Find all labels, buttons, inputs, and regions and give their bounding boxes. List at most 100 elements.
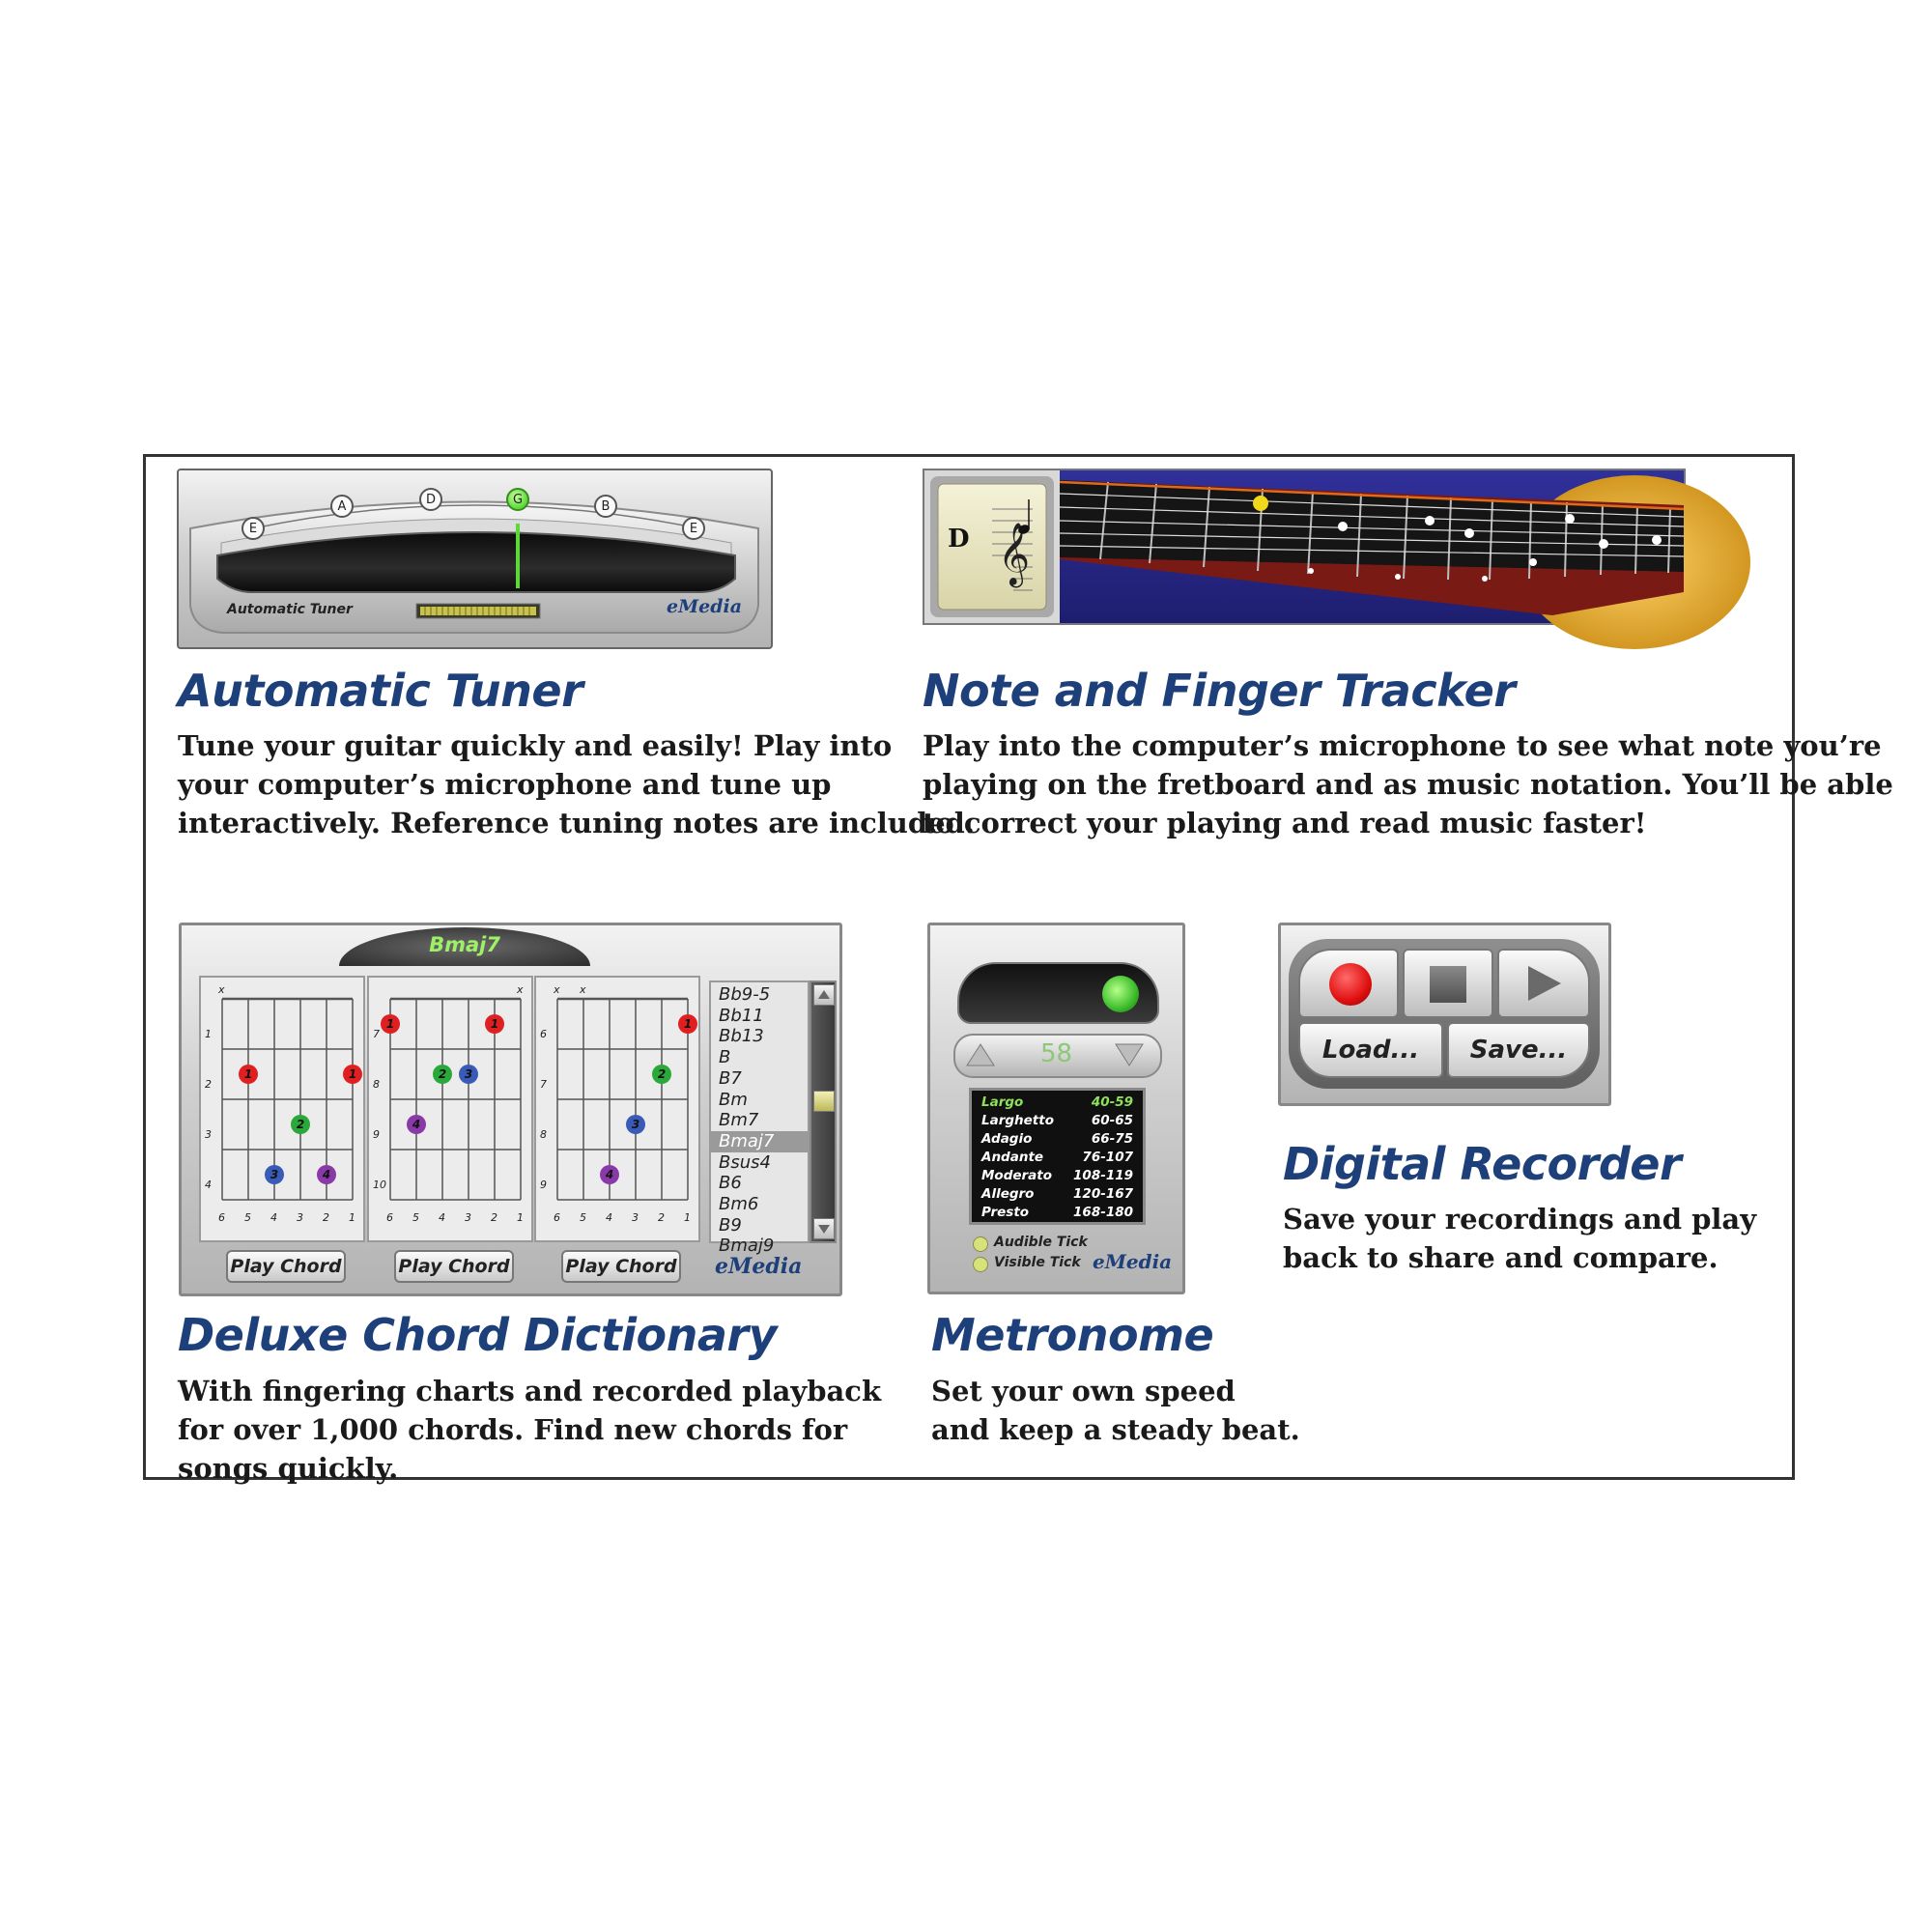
tracker-note-label: D: [948, 525, 970, 554]
chord-list-item[interactable]: B7: [719, 1067, 742, 1089]
tuner-string-3-button[interactable]: D: [419, 488, 442, 511]
string-number: 6: [386, 1211, 393, 1224]
finger-dot: [343, 1065, 362, 1084]
chord-list-item[interactable]: Bmaj9: [719, 1236, 775, 1257]
tuner-string-2-button[interactable]: A: [330, 495, 354, 518]
tuner-string-6-button[interactable]: E: [682, 517, 705, 540]
string-number: 1: [684, 1211, 691, 1224]
string-number: 3: [297, 1211, 303, 1224]
record-button[interactable]: [1298, 949, 1399, 1018]
tempo-stepper: 58: [953, 1034, 1162, 1078]
finger-number: 3: [465, 1067, 472, 1081]
play-button[interactable]: [1497, 949, 1590, 1018]
string-number: 1: [517, 1211, 524, 1224]
finger-number: 1: [244, 1067, 252, 1081]
fret-number: 7: [373, 1028, 380, 1040]
play-chord-button-2[interactable]: Play Chord: [394, 1250, 514, 1283]
tempo-name: Largo: [981, 1094, 1024, 1110]
muted-string-mark: x: [516, 983, 524, 996]
chord-list-item[interactable]: Bb9-5: [719, 984, 771, 1005]
chord-list-item[interactable]: B: [719, 1047, 731, 1068]
string-number: 5: [412, 1211, 419, 1224]
chord-list-scrollbar[interactable]: [810, 980, 837, 1243]
finger-dot: [239, 1065, 258, 1084]
string-number: 2: [491, 1211, 497, 1224]
visible-tick-label: Visible Tick: [994, 1255, 1081, 1270]
finger-dot: [678, 1014, 697, 1034]
chord-list-item[interactable]: Bm: [719, 1089, 748, 1110]
chord-list-item[interactable]: Bm6: [719, 1194, 759, 1215]
recorder-body: Load... Save...: [1289, 939, 1600, 1089]
audible-tick-led-icon: [973, 1236, 988, 1252]
chord-list-item[interactable]: B9: [719, 1214, 742, 1236]
finger-dot: [485, 1014, 504, 1034]
metronome-title: Metronome: [931, 1309, 1214, 1361]
fret-number: 8: [540, 1128, 547, 1141]
fret-number: 9: [373, 1128, 380, 1141]
string-number: 6: [554, 1211, 560, 1224]
chord-list-item[interactable]: Bsus4: [719, 1151, 771, 1173]
finger-number: 1: [684, 1017, 692, 1031]
string-number: 5: [244, 1211, 251, 1224]
tuner-string-5-button[interactable]: B: [594, 495, 617, 518]
tempo-range: 168-180: [1073, 1205, 1133, 1220]
tempo-name: Moderato: [981, 1168, 1053, 1183]
tempo-range: 120-167: [1073, 1186, 1133, 1202]
beat-light-icon: [1102, 976, 1139, 1012]
play-chord-button-3[interactable]: Play Chord: [561, 1250, 681, 1283]
scroll-up-arrow-icon[interactable]: [813, 984, 835, 1006]
fret-number: 4: [205, 1179, 212, 1191]
muted-string-mark: x: [579, 983, 586, 996]
tracker-description: Play into the computer’s microphone to s…: [923, 729, 1893, 839]
fret-number: 8: [373, 1078, 380, 1091]
metronome-description: Set your own speed and keep a steady bea…: [931, 1375, 1300, 1446]
stop-button[interactable]: [1403, 949, 1493, 1018]
record-icon: [1329, 963, 1372, 1006]
chords-description: With fingering charts and recorded playb…: [178, 1375, 882, 1485]
scroll-down-arrow-icon[interactable]: [813, 1218, 835, 1239]
chord-list-item[interactable]: Bb13: [719, 1026, 764, 1047]
visible-tick-led-icon: [973, 1257, 988, 1272]
tuner-title: Automatic Tuner: [178, 665, 583, 717]
emedia-logo: eMedia: [715, 1254, 803, 1279]
finger-number: 4: [605, 1168, 613, 1181]
string-number: 1: [349, 1211, 355, 1224]
tuner-string-1-button[interactable]: E: [242, 517, 265, 540]
finger-number: 1: [491, 1017, 498, 1031]
chord-list-item[interactable]: B6: [719, 1173, 742, 1194]
tuner-graphic: [189, 500, 759, 634]
finger-dot: [317, 1165, 336, 1184]
chords-title: Deluxe Chord Dictionary: [178, 1309, 778, 1361]
tuner-string-4-button[interactable]: G: [506, 488, 529, 511]
stop-icon: [1430, 966, 1466, 1003]
finger-number: 4: [322, 1168, 330, 1181]
finger-dot: [381, 1014, 400, 1034]
tempo-name: Adagio: [981, 1131, 1033, 1147]
chord-list-item[interactable]: Bb11: [719, 1005, 764, 1026]
tempo-down-arrow-icon[interactable]: [1110, 1038, 1149, 1073]
play-chord-button-1[interactable]: Play Chord: [226, 1250, 346, 1283]
chord-list-item[interactable]: Bm7: [719, 1110, 759, 1131]
fret-number: 3: [205, 1128, 212, 1141]
save-button[interactable]: Save...: [1447, 1022, 1590, 1078]
scroll-thumb[interactable]: [813, 1091, 835, 1112]
fret-number: 10: [373, 1179, 386, 1191]
load-button[interactable]: Load...: [1298, 1022, 1443, 1078]
tempo-up-arrow-icon[interactable]: [961, 1038, 1000, 1073]
finger-dot: [265, 1165, 284, 1184]
tracker-panel: 𝄞 D: [923, 469, 1750, 649]
audible-tick-label: Audible Tick: [994, 1235, 1088, 1250]
chord-list-item[interactable]: Bmaj7: [711, 1130, 808, 1152]
